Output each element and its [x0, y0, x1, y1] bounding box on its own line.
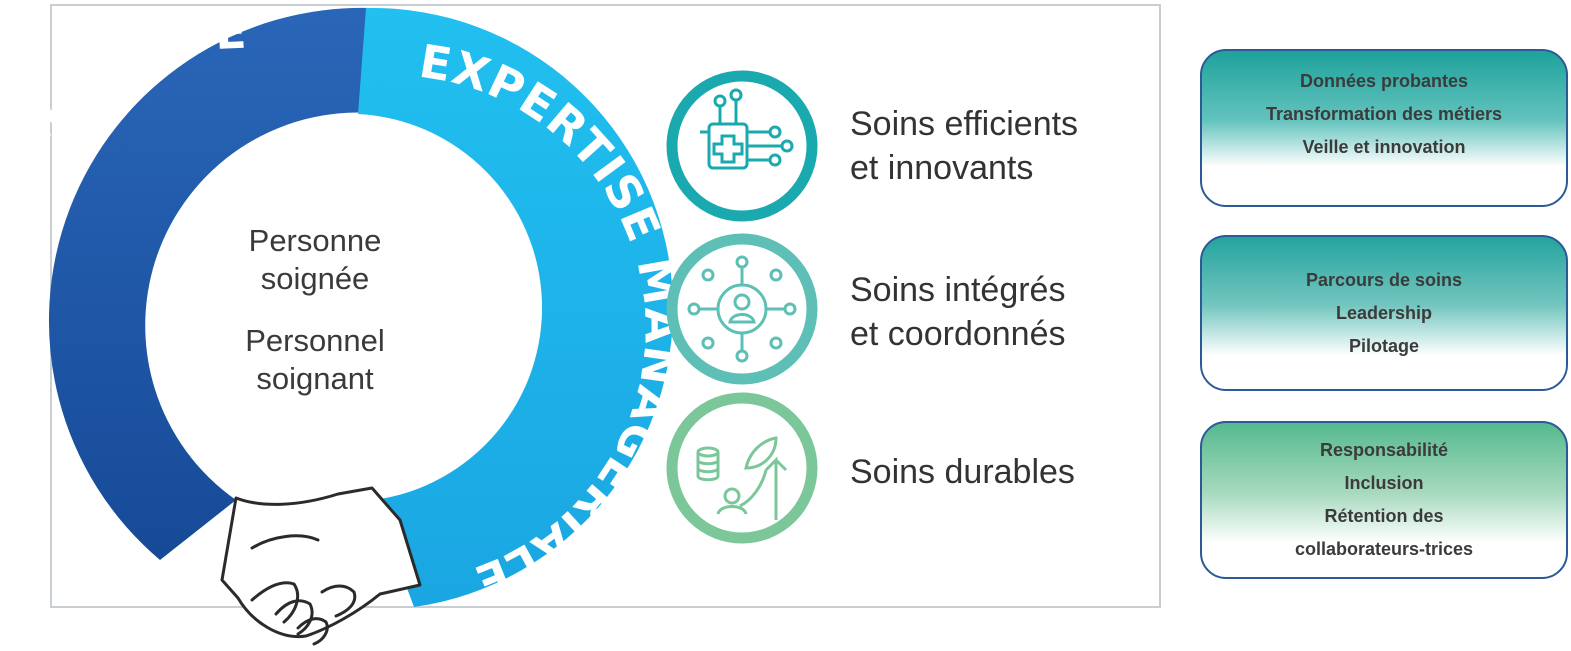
ring-right-band	[358, 7, 674, 608]
card-line: Veille et innovation	[1302, 136, 1466, 157]
card-line: Leadership	[1335, 302, 1433, 323]
pillar-label-sustainable: Soins durables	[850, 450, 1075, 494]
sustainability-growth-icon	[666, 392, 818, 544]
card-line: Pilotage	[1348, 335, 1419, 356]
center-label-staff: Personnel soignant	[200, 322, 430, 398]
focus-card-innovation: Données probantes Transformation des mét…	[1200, 49, 1568, 207]
pillar-label-line: et innovants	[850, 149, 1034, 187]
pillar-label-integrated: Soins intégrés et coordonnés	[850, 268, 1066, 356]
handshake-icon	[220, 486, 422, 646]
center-text-line: Personne	[248, 223, 382, 258]
center-label-patient: Personne soignée	[200, 222, 430, 298]
card-line: Rétention des	[1324, 506, 1444, 526]
focus-card-responsibility: Responsabilité Inclusion Rétention des c…	[1200, 421, 1568, 579]
pillar-label-line: Soins durables	[850, 453, 1075, 491]
card-line: Transformation des métiers	[1265, 103, 1503, 124]
pillar-label-line: Soins intégrés	[850, 271, 1066, 309]
center-text-line: Personnel	[245, 323, 385, 358]
network-person-icon	[666, 233, 818, 385]
center-text-line: soignée	[260, 261, 370, 296]
pillar-label-line: Soins efficients	[850, 105, 1079, 143]
pillar-label-efficient: Soins efficients et innovants	[850, 102, 1078, 190]
ring-left-segment	[48, 7, 383, 560]
healthcare-technology-icon	[666, 70, 818, 222]
card-line: Responsabilité	[1319, 440, 1449, 460]
pillar-label-line: et coordonnés	[850, 315, 1066, 353]
card-line: Parcours de soins	[1305, 269, 1463, 290]
card-line: collaborateurs-trices	[1294, 539, 1474, 559]
focus-card-leadership: Parcours de soins Leadership Pilotage	[1200, 235, 1568, 391]
card-line: Données probantes	[1299, 70, 1469, 91]
card-line: Inclusion	[1344, 473, 1424, 493]
center-text-line: soignant	[256, 361, 374, 396]
